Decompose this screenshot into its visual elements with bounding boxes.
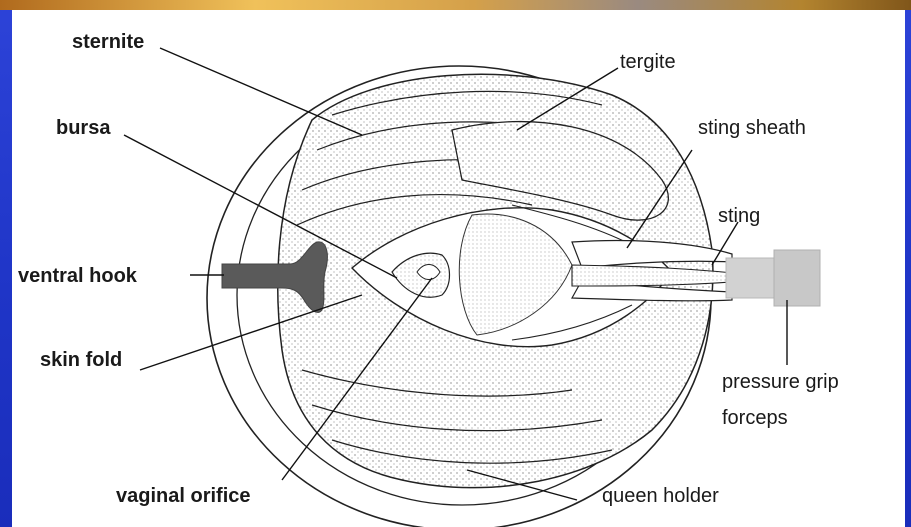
diagram-panel: sternite bursa ventral hook skin fold te… <box>12 10 905 527</box>
label-skin-fold: skin fold <box>40 350 122 370</box>
top-banner <box>0 0 911 10</box>
leader-line-sternite <box>160 48 362 135</box>
label-forceps: forceps <box>722 408 788 428</box>
label-vaginal-orifice: vaginal orifice <box>116 486 251 506</box>
diagram-figure <box>12 10 905 527</box>
label-sting-sheath: sting sheath <box>698 118 806 138</box>
forceps-body <box>726 258 776 298</box>
label-ventral-hook: ventral hook <box>18 266 137 286</box>
label-sting: sting <box>718 206 760 226</box>
label-tergite: tergite <box>620 52 676 72</box>
label-queen-holder: queen holder <box>602 486 719 506</box>
label-bursa: bursa <box>56 118 110 138</box>
forceps-jaw <box>774 250 820 306</box>
label-pressure-grip: pressure grip <box>722 372 839 392</box>
label-sternite: sternite <box>72 32 144 52</box>
